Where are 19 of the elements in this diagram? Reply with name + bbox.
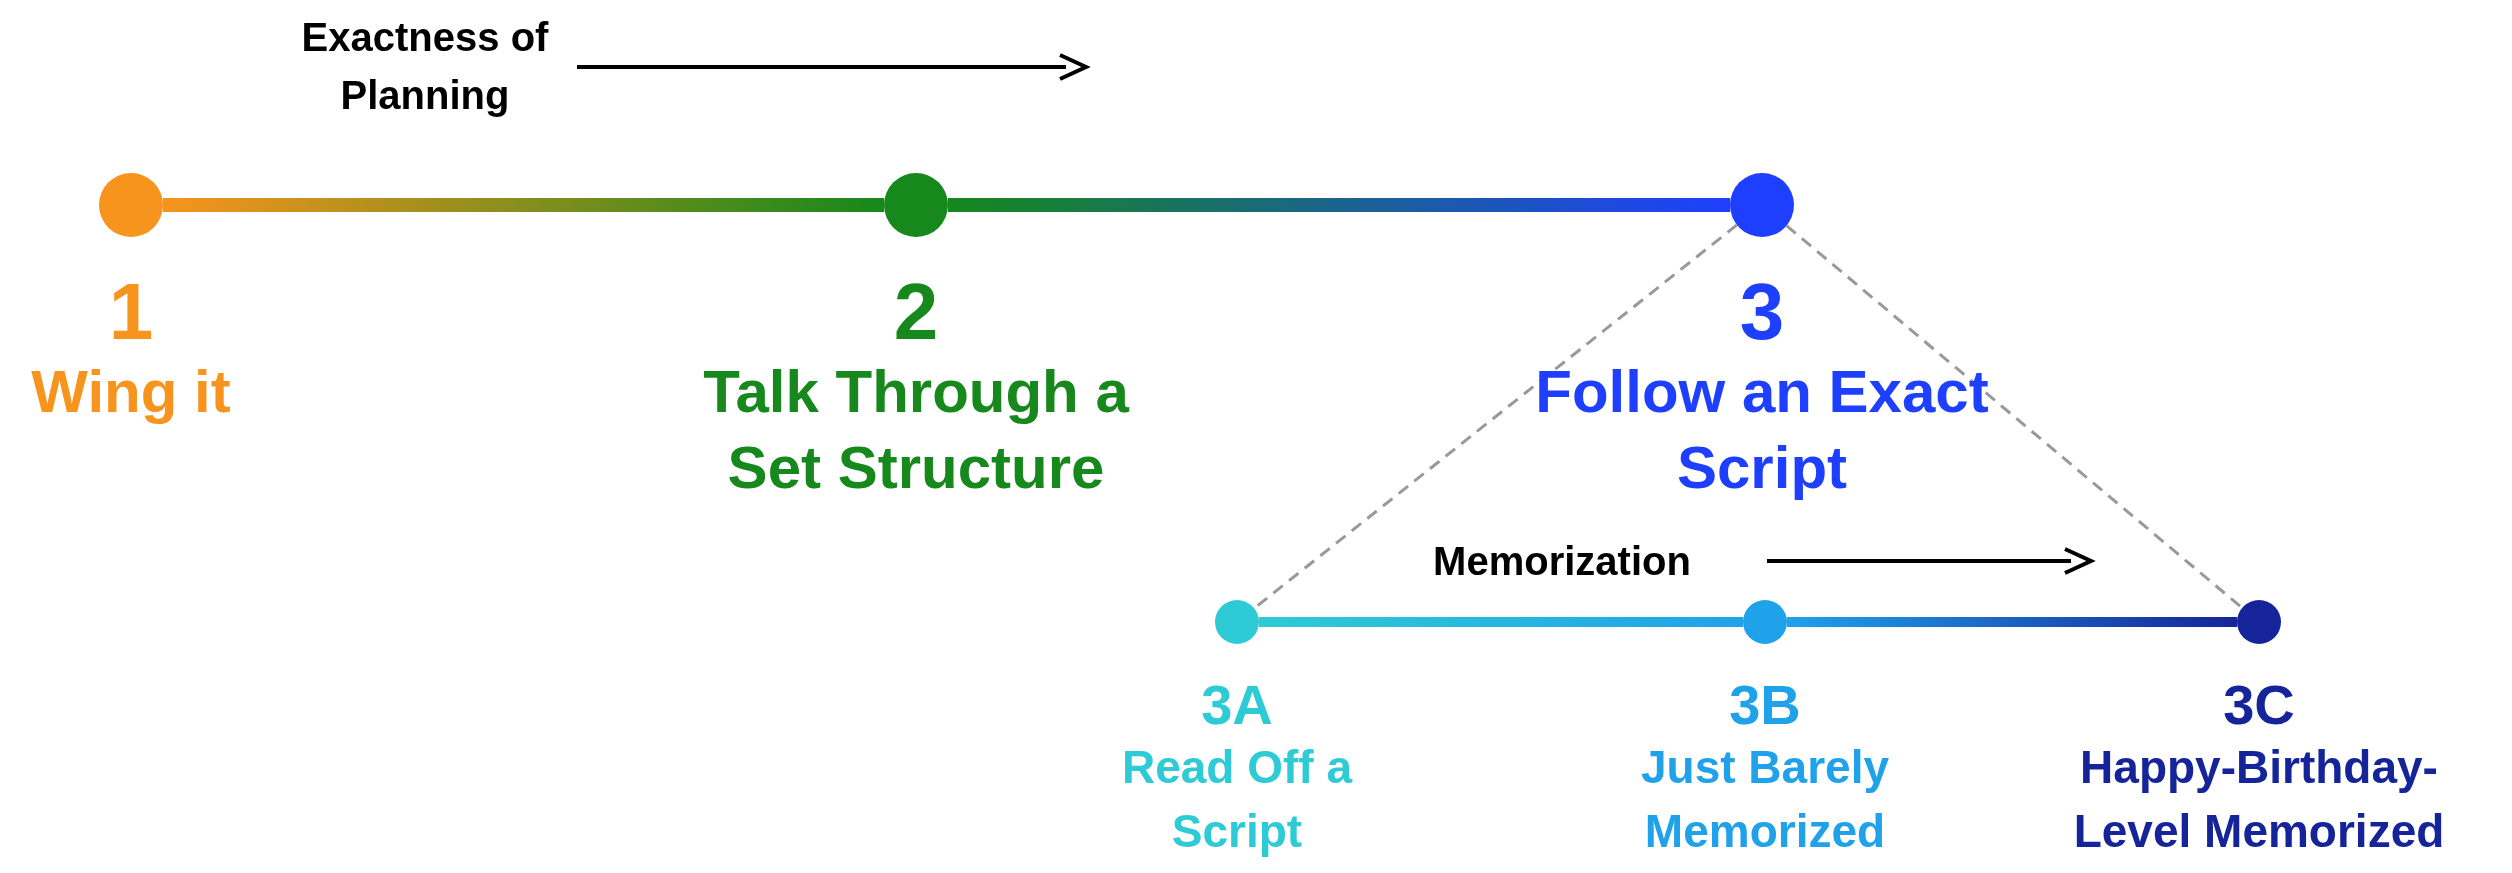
step-number: 3A: [1201, 675, 1273, 735]
step-number: 3: [1739, 270, 1785, 354]
axis-label: Memorization: [1432, 538, 1692, 585]
connector-line: [1259, 617, 1743, 627]
step-label: Happy-Birthday- Level Memorized: [2072, 740, 2446, 859]
step-label: Just Barely Memorized: [1640, 740, 1890, 859]
dashed-connector-line: [1785, 224, 2244, 609]
step-number: 3C: [2223, 675, 2295, 735]
step-number: 1: [108, 270, 154, 354]
connector-line: [948, 198, 1730, 212]
axis-label: Exactness of Planning: [300, 14, 550, 119]
step-number: 2: [893, 270, 939, 354]
step-number: 3B: [1729, 675, 1801, 735]
step-label: Talk Through a Set Structure: [702, 357, 1131, 503]
connector-line: [1787, 617, 2237, 627]
step-label: Follow an Exact Script: [1534, 357, 1990, 503]
step-label: Read Off a Script: [1120, 740, 1354, 859]
step-label: Wing it: [31, 357, 231, 427]
connector-line: [163, 198, 884, 212]
